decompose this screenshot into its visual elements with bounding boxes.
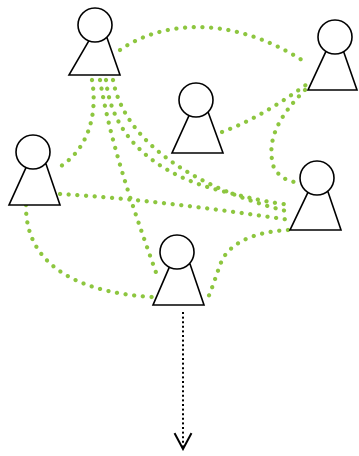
people-nodes bbox=[7, 7, 359, 306]
link-left-to-bottom bbox=[23, 202, 155, 300]
person-icon bbox=[7, 134, 62, 206]
arrow-head bbox=[173, 432, 193, 452]
link-top-right-to-right bbox=[269, 87, 308, 185]
person-icon bbox=[67, 7, 122, 76]
link-top-to-left bbox=[55, 77, 96, 171]
link-left-to-right bbox=[57, 191, 293, 223]
link-top-to-bottom bbox=[97, 77, 161, 281]
arrow-down-icon bbox=[173, 312, 193, 452]
person-icon bbox=[170, 82, 225, 154]
link-top-to-right-b bbox=[110, 77, 293, 215]
link-right-to-bottom bbox=[203, 227, 291, 305]
person-icon bbox=[151, 234, 206, 306]
link-top-to-right-a bbox=[103, 77, 295, 208]
person-icon bbox=[288, 160, 343, 231]
network-links bbox=[23, 25, 313, 305]
link-top-to-top-right bbox=[117, 25, 308, 65]
person-icon bbox=[306, 19, 359, 91]
link-center-to-top-right bbox=[219, 79, 313, 135]
